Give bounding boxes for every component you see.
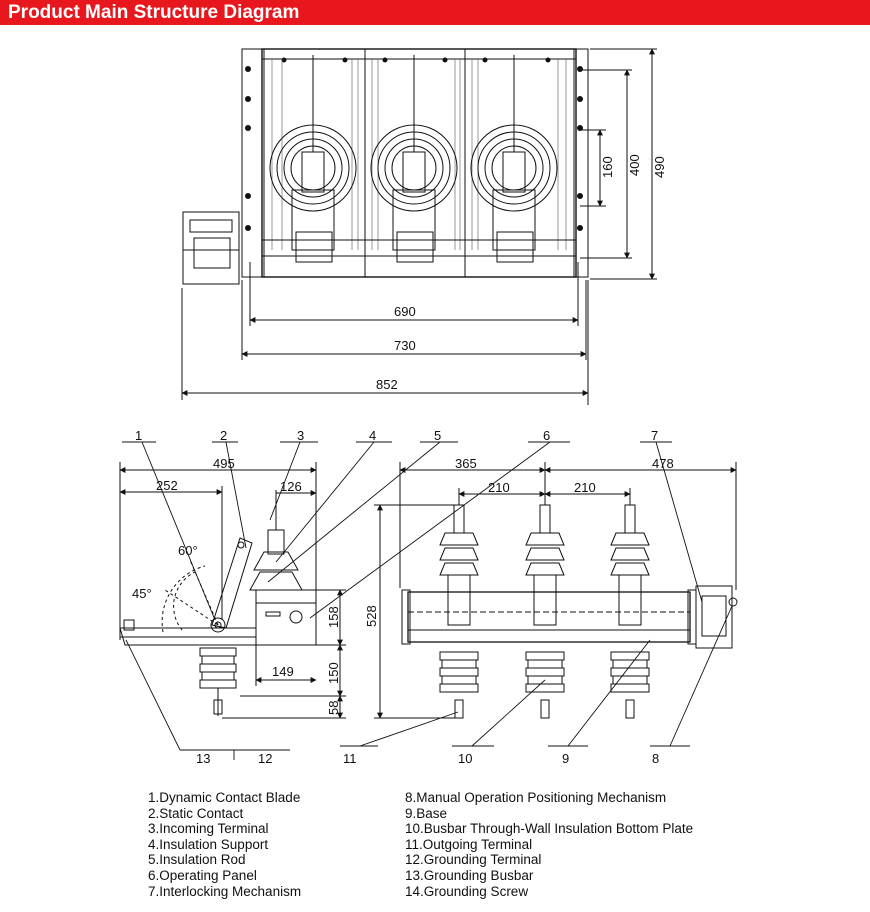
callout-11: 11 — [343, 751, 357, 766]
angle-45: 45° — [132, 586, 152, 601]
dim-852: 852 — [376, 377, 398, 392]
dim-160: 160 — [600, 156, 615, 178]
dim-690: 690 — [394, 304, 416, 319]
legend-item: 12.Grounding Terminal — [405, 852, 542, 868]
dim-210b: 210 — [574, 480, 596, 495]
legend-item: 6.Operating Panel — [148, 867, 257, 883]
dim-126: 126 — [280, 479, 302, 494]
callout-2: 2 — [220, 428, 227, 443]
header: Product Main Structure Diagram — [0, 0, 870, 25]
top-view-holes — [245, 57, 583, 231]
callout-4: 4 — [369, 428, 376, 443]
phase-a-top — [269, 55, 357, 263]
dim-252: 252 — [156, 478, 178, 493]
dim-365: 365 — [455, 456, 477, 471]
header-tab — [0, 0, 340, 25]
legend-item: 5.Insulation Rod — [148, 852, 246, 868]
dim-210a: 210 — [488, 480, 510, 495]
callout-12: 12 — [258, 751, 272, 766]
legend-item: 3.Incoming Terminal — [148, 821, 269, 837]
top-view-dimensions — [181, 48, 657, 405]
dim-478: 478 — [652, 456, 674, 471]
dim-400: 400 — [627, 154, 642, 176]
callout-leaders — [122, 441, 733, 760]
dim-149: 149 — [272, 664, 294, 679]
dim-730: 730 — [394, 338, 416, 353]
operating-mechanism-top — [182, 211, 240, 285]
legend-item: 10.Busbar Through-Wall Insulation Bottom… — [405, 821, 694, 837]
legend-item: 8.Manual Operation Positioning Mechanism — [405, 790, 667, 805]
phase-b-front — [525, 504, 565, 719]
bottom-insulator-side — [199, 647, 237, 716]
callout-13: 13 — [196, 751, 210, 766]
side-view — [119, 462, 346, 719]
callout-5: 5 — [434, 428, 441, 443]
callout-8: 8 — [652, 751, 659, 766]
phase-c-top — [470, 55, 558, 263]
legend-item: 1.Dynamic Contact Blade — [148, 790, 301, 805]
callout-1: 1 — [135, 428, 142, 443]
dim-150: 150 — [326, 662, 341, 684]
phase-c-front — [610, 504, 650, 719]
callout-6: 6 — [543, 428, 550, 443]
angle-60: 60° — [178, 543, 198, 558]
legend-item: 11.Outgoing Terminal — [405, 836, 533, 852]
structure-diagram: 690 730 852 160 400 490 — [119, 48, 738, 766]
legend-item: 2.Static Contact — [148, 805, 244, 821]
legend-item: 14.Grounding Screw — [405, 883, 529, 899]
dim-58: 58 — [326, 701, 341, 715]
legend-left: 1.Dynamic Contact Blade 2.Static Contact… — [148, 790, 301, 899]
callout-7: 7 — [651, 428, 658, 443]
legend-item: 7.Interlocking Mechanism — [148, 883, 302, 899]
phase-b-top — [370, 55, 458, 263]
callout-3: 3 — [297, 428, 304, 443]
legend-right: 8.Manual Operation Positioning Mechanism… — [405, 790, 693, 899]
dim-528: 528 — [364, 605, 379, 627]
legend-item: 9.Base — [405, 805, 448, 821]
callout-10: 10 — [458, 751, 472, 766]
dim-490: 490 — [652, 156, 667, 178]
legend-item: 4.Insulation Support — [148, 836, 269, 852]
top-view — [181, 48, 657, 405]
front-view — [374, 462, 738, 719]
callout-9: 9 — [562, 751, 569, 766]
page-title: Product Main Structure Diagram — [8, 2, 300, 23]
dim-158: 158 — [326, 606, 341, 628]
phase-a-front — [439, 504, 479, 719]
legend-item: 13.Grounding Busbar — [405, 867, 534, 883]
support-insulator-side — [249, 490, 303, 591]
